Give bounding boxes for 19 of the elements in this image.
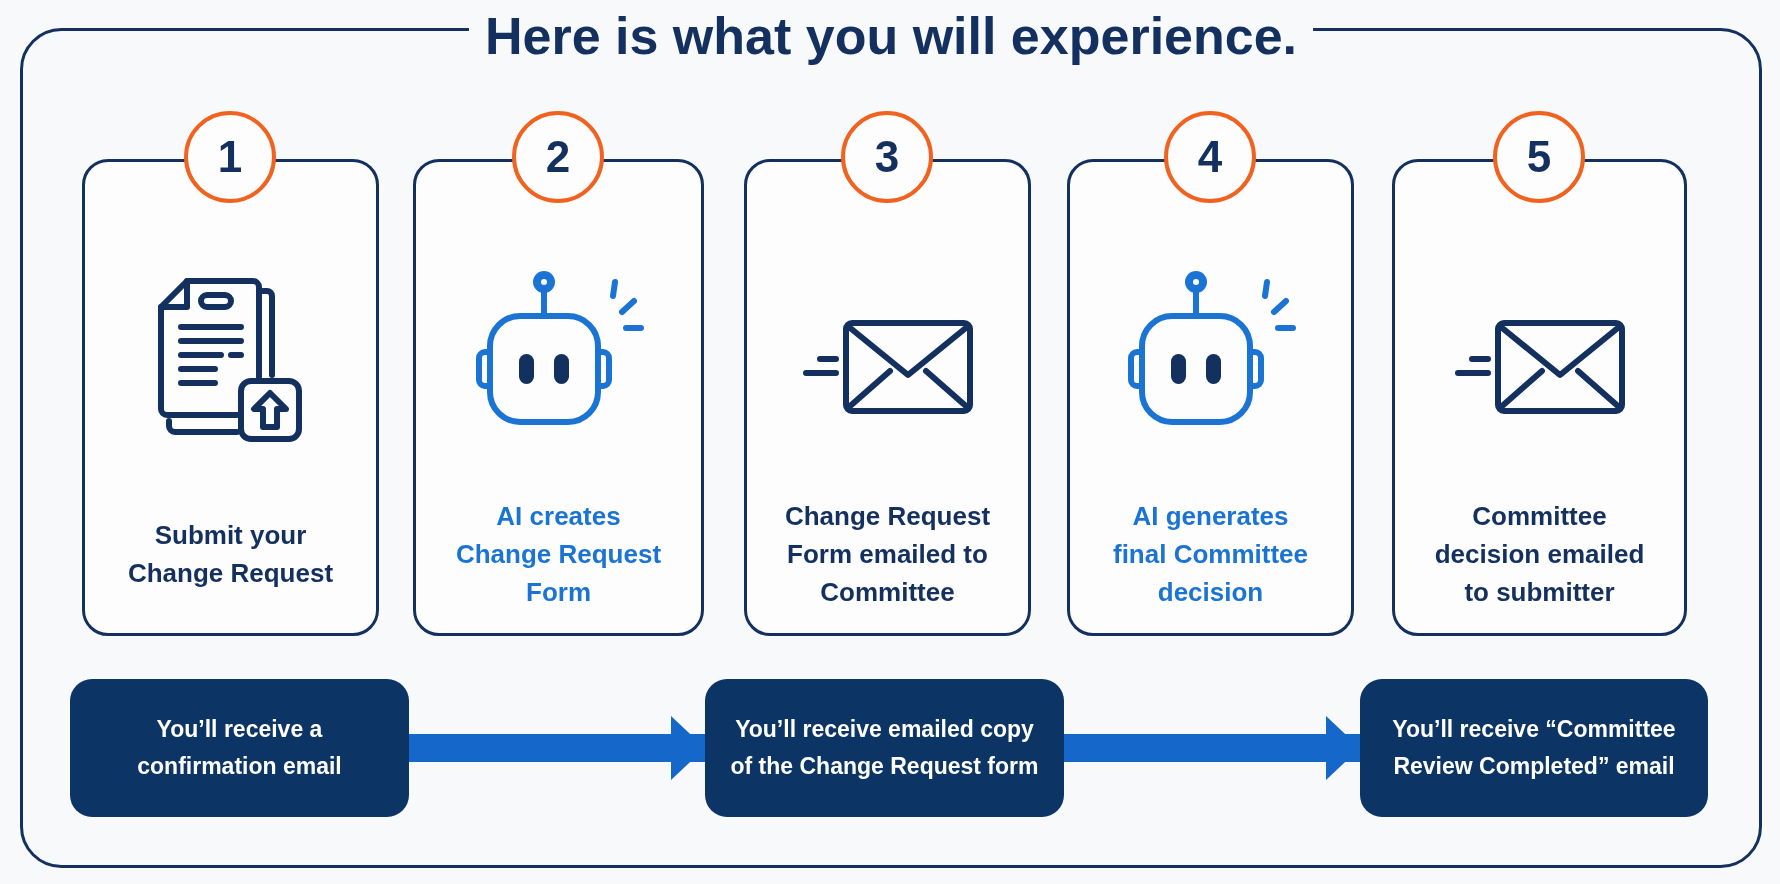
- step-number: 4: [1164, 111, 1256, 203]
- arrow: [1064, 716, 1360, 780]
- step-text: Committee decision emailed to submitter: [1433, 500, 1646, 609]
- info-text: You’ll receive emailed copy of the Change Request form: [729, 715, 1040, 781]
- step-number: 1: [184, 111, 276, 203]
- step-number: 2: [512, 111, 604, 203]
- step-text: AI generates final Committee decision: [1112, 500, 1309, 609]
- info-text: You’ll receive a confirmation email: [136, 715, 343, 781]
- step-text: Change Request Form emailed to Committee: [783, 500, 992, 609]
- info-panel: [1360, 679, 1708, 817]
- step-text: Submit your Change Request: [126, 519, 335, 590]
- step-number: 3: [841, 111, 933, 203]
- info-panel: [705, 679, 1064, 817]
- heading: Here is what you will experience.: [484, 6, 1298, 67]
- info-panel: [70, 679, 409, 817]
- info-text: You’ll receive “Committee Review Completed” email: [1391, 715, 1677, 781]
- step-text: AI creates Change Request Form: [454, 500, 663, 609]
- step-number: 5: [1493, 111, 1585, 203]
- arrow: [409, 716, 705, 780]
